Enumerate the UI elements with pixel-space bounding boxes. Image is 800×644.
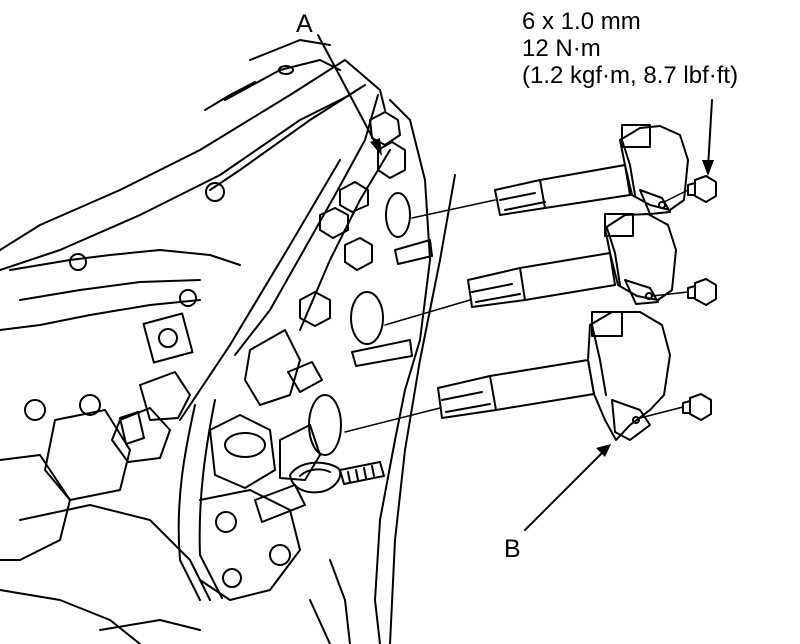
leader-b — [524, 449, 606, 531]
ignition-coil-1 — [494, 124, 689, 216]
callout-leaders — [317, 34, 713, 531]
callout-arrowheads — [370, 138, 714, 457]
engine-block — [0, 39, 456, 644]
flange-bolt-2 — [687, 278, 717, 306]
ignition-coil-3 — [437, 311, 671, 441]
leader-spec — [707, 99, 713, 169]
flange-bolt-1 — [687, 175, 717, 203]
torque-alt-text: (1.2 kgf·m, 8.7 lbf·ft) — [522, 62, 739, 89]
flange-bolt-3 — [682, 393, 712, 421]
callout-a-label: A — [296, 10, 313, 38]
callout-b-label: B — [504, 535, 521, 563]
ignition-coil-2 — [467, 213, 677, 308]
leader-a — [317, 34, 379, 149]
torque-spec: 6 x 1.0 mm 12 N·m (1.2 kgf·m, 8.7 lbf·ft… — [522, 8, 738, 89]
torque-nm-text: 12 N·m — [522, 35, 601, 62]
alignment-lines — [344, 189, 689, 433]
bolt-size-text: 6 x 1.0 mm — [522, 8, 641, 35]
